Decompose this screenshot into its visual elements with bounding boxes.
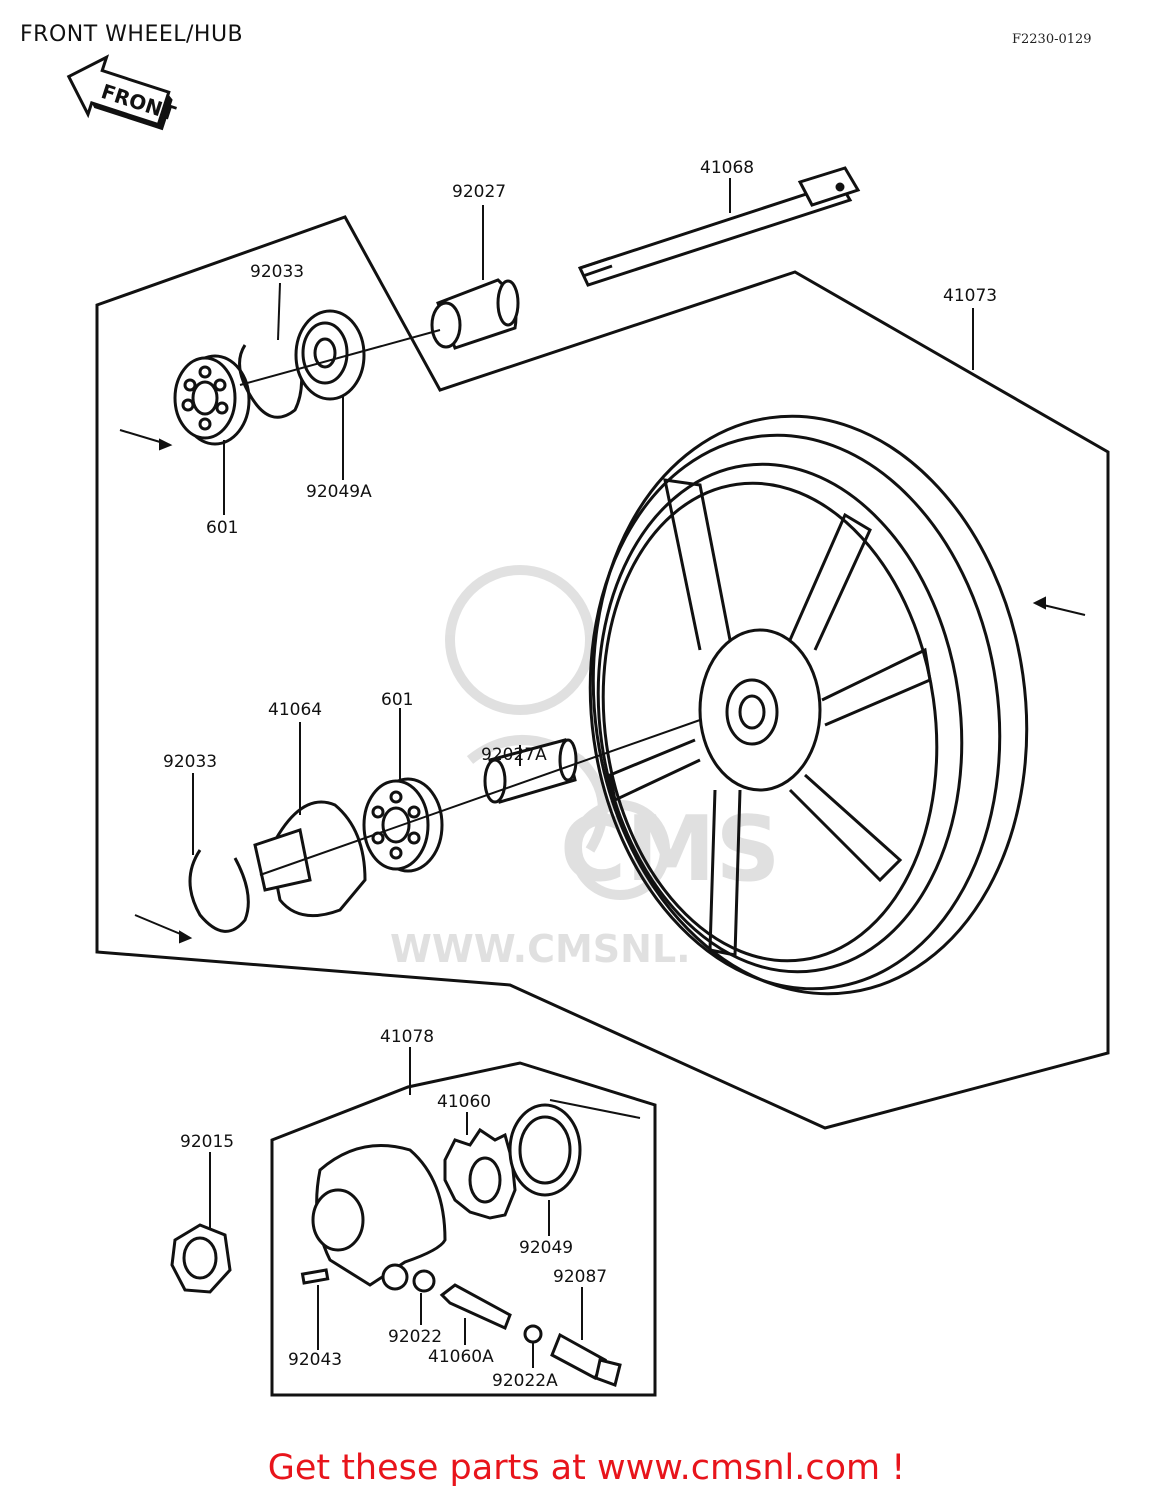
label-41060a: 41060A [428,1347,494,1367]
watermark-url: WWW.CMSNL. [390,927,691,971]
label-92043: 92043 [288,1350,342,1370]
label-92022: 92022 [388,1327,442,1347]
pinion-41060a [439,1283,512,1331]
watermark-logo-text: CMS [560,797,780,902]
label-92049: 92049 [519,1238,573,1258]
bearing-601-upper [173,354,251,446]
spacer-92027 [430,278,520,350]
gear-box-outline [270,1061,657,1397]
buy-parts-link[interactable]: Get these parts at www.cmsnl.com ! [267,1448,906,1488]
watermark: CMS WWW.CMSNL. [390,565,780,971]
label-41078: 41078 [380,1027,434,1047]
seal-92049a [294,309,366,401]
bushing-92087 [550,1332,622,1387]
pin-92043 [300,1268,330,1285]
bearing-601-lower [362,777,444,873]
leader-lines [192,178,974,1368]
label-92027a: 92027A [481,745,547,765]
diagram-code: F2230-0129 [1012,32,1092,47]
circlip-92033-upper [238,344,304,419]
front-arrow-badge: FRONT [66,54,179,131]
wheel-41073 [588,414,1029,996]
direction-arrows [119,429,1086,944]
circlip-92033-lower [188,849,250,933]
label-92087: 92087 [553,1267,607,1287]
washer-92022a [523,1324,543,1344]
assembly-outline [95,215,1110,1130]
nut-92015 [170,1223,232,1294]
page-title: FRONT WHEEL/HUB [20,22,244,47]
watermark-mascot-head [445,565,595,715]
label-601-upper: 601 [206,518,238,538]
label-92033-upper: 92033 [250,262,304,282]
retainer-41064 [253,800,367,918]
label-41068: 41068 [700,158,754,178]
washer-92022 [412,1269,436,1293]
watermark-mascot-body [466,735,608,853]
gear-41060 [443,1127,517,1220]
label-92015: 92015 [180,1132,234,1152]
gear-housing-41078 [311,1144,447,1291]
label-92033-lower: 92033 [163,752,217,772]
label-41064: 41064 [268,700,322,720]
label-41073: 41073 [943,286,997,306]
label-92027: 92027 [452,182,506,202]
part-labels: 92027 41068 41073 92033 92049A 601 41064… [163,158,997,1391]
seal-92049 [508,1103,582,1197]
label-41060: 41060 [437,1092,491,1112]
label-92049a: 92049A [306,482,372,502]
label-601-lower: 601 [381,690,413,710]
label-92022a: 92022A [492,1371,558,1391]
axle-41068 [577,166,861,287]
